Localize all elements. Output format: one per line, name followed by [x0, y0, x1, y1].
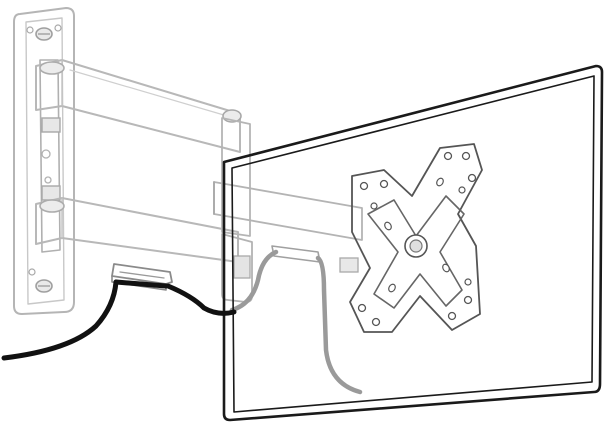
- cable-clip-rear: [271, 245, 321, 263]
- wall-plate-screw-top: [26, 24, 62, 41]
- tv-screen: [222, 64, 604, 422]
- tv-mount-plate: [349, 143, 483, 333]
- swing-arm-extension: [213, 181, 363, 273]
- wall-plate-hole: [44, 176, 52, 184]
- swing-arm-upper: [35, 59, 251, 237]
- swing-arm-lower: [35, 197, 253, 303]
- wall-plate: [13, 7, 75, 315]
- wall-plate-screw-bottom: [28, 268, 53, 293]
- power-cable: [1, 279, 237, 361]
- power-cable-behind-screen: [229, 249, 363, 395]
- wall-plate-hole: [41, 149, 51, 159]
